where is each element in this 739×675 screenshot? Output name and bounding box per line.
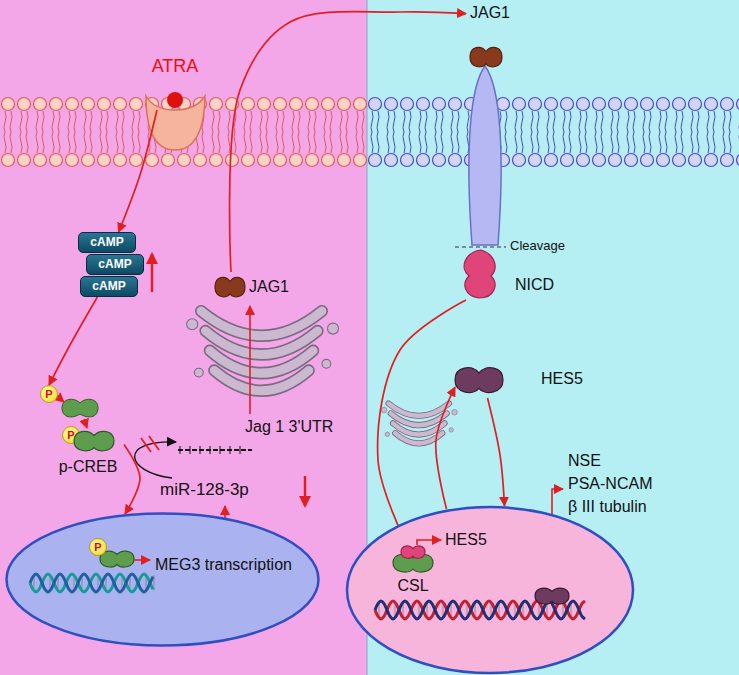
node-text: cAMP	[98, 258, 131, 272]
signal-arrow	[436, 387, 455, 509]
hes5-protein	[455, 368, 503, 393]
node-text: HES5	[445, 531, 487, 549]
nucleus-outline	[5, 512, 320, 647]
node-text: JAG1	[249, 278, 289, 296]
mrna-strand	[178, 449, 252, 451]
phosphate-circle: P	[40, 385, 58, 403]
ligand-dot	[167, 92, 183, 108]
camp-box: cAMP	[80, 276, 138, 297]
node-text: cAMP	[90, 236, 123, 250]
nucleus-outline	[7, 514, 319, 646]
nucleus-outline	[347, 507, 633, 673]
mrna-strand	[180, 446, 240, 454]
text-label: NSE	[568, 452, 601, 470]
nicd-protein	[464, 250, 495, 298]
phosphate-circle: P	[89, 538, 107, 556]
text-label: Cleavage	[510, 239, 565, 254]
protein-node: NICD	[455, 250, 565, 300]
camp-box: cAMP	[78, 232, 136, 253]
creb-protein	[100, 551, 134, 567]
text-label: Jag 1 3'UTR	[245, 418, 333, 436]
translation-arrow	[249, 306, 251, 414]
creb-protein	[74, 431, 114, 450]
cell-membrane	[0, 96, 367, 168]
ligand-node: ATRA	[145, 56, 205, 110]
phosphorylation-arrow	[84, 419, 87, 428]
hes5-protein	[535, 588, 569, 604]
nucleus: CSL HES5	[345, 505, 635, 675]
jag1-protein	[470, 47, 502, 66]
dna-strand	[30, 574, 153, 592]
nicd-protein	[401, 546, 425, 558]
node-text: JAG1	[470, 4, 510, 22]
inhibition-mark	[141, 436, 159, 452]
dna-strand	[375, 601, 585, 619]
nucleus: P MEG3 transcription	[5, 512, 320, 647]
dna-strand	[375, 601, 585, 619]
protein-node: p-CREB	[52, 430, 124, 478]
cell-background	[0, 0, 367, 675]
node-text: cAMP	[92, 280, 125, 294]
dna-strand	[30, 574, 153, 592]
node-text: P	[45, 388, 52, 401]
signal-arrow	[378, 300, 466, 545]
signal-arrow	[230, 12, 466, 272]
dna-helix	[30, 574, 154, 592]
node-text: P	[94, 541, 101, 554]
text-label: miR-128-3p	[160, 480, 249, 500]
phosphorylation-arrow	[57, 396, 64, 402]
nucleus-outline	[345, 505, 635, 675]
golgi-apparatus	[187, 311, 339, 391]
dna-helix	[375, 601, 585, 619]
text-label: PSA-NCAM	[568, 475, 652, 493]
protein-node: JAG1	[213, 272, 303, 302]
creb-protein	[62, 399, 98, 417]
node-text: P	[67, 429, 74, 442]
node-text: HES5	[541, 370, 583, 388]
protein-node: JAG1	[466, 4, 532, 68]
decrease-arrow	[304, 476, 307, 506]
text-label: β III tubulin	[568, 498, 647, 516]
binding-arrow	[135, 442, 176, 478]
cell-membrane	[367, 96, 739, 168]
signal-arrow	[124, 444, 140, 514]
increase-arrow	[151, 254, 154, 292]
signal-arrow	[49, 297, 97, 385]
camp-box: cAMP	[86, 254, 144, 275]
node-text: CSL	[397, 577, 428, 595]
protein-node: HES5	[455, 362, 585, 398]
signal-arrow	[119, 110, 157, 232]
node-text: NICD	[515, 276, 554, 294]
node-text: ATRA	[152, 56, 199, 77]
jag1-protein	[215, 277, 245, 296]
node-text: MEG3 transcription	[155, 556, 292, 574]
signal-arrow	[488, 398, 505, 506]
protein-node: CSL	[383, 545, 443, 597]
transcription-arrow	[134, 559, 150, 561]
notch-receptor	[469, 66, 501, 245]
transcription-arrow	[417, 540, 441, 545]
node-text: p-CREB	[59, 458, 118, 476]
cleavage-line	[455, 246, 506, 247]
